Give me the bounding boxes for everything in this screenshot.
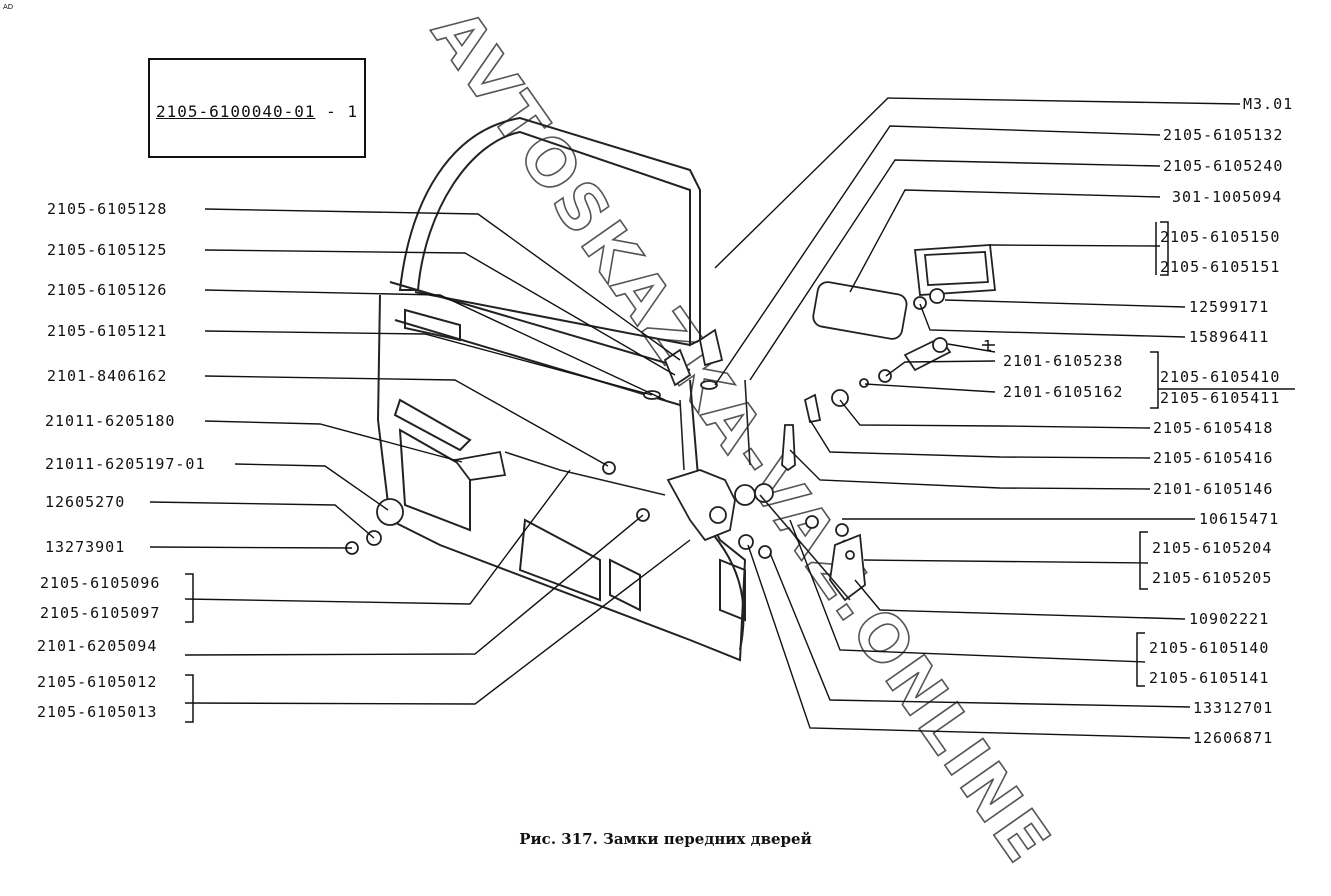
part-label: 12599171 — [1189, 298, 1270, 316]
assembly-qty-separator: - — [315, 102, 348, 121]
assembly-box: 2105-6100040-01 - 1 — [148, 58, 366, 158]
part-label: 13312701 — [1193, 699, 1274, 717]
qty-mark: 1 — [983, 337, 994, 355]
watermark: AVTOSKAZKA-VAZ.ONLINE — [417, 0, 1065, 879]
part-label: 21011-6205180 — [45, 412, 176, 430]
part-label: 2101-6105146 — [1153, 480, 1274, 498]
part-label: 2105-6105126 — [47, 281, 168, 299]
assembly-qty: 1 — [347, 102, 359, 121]
handle-gasket — [812, 281, 908, 340]
part-label: 2101-6205094 — [37, 637, 158, 655]
assembly-number: 2105-6100040-01 — [156, 102, 316, 121]
assembly-label: 2105-6100040-01 - 1 — [156, 102, 358, 121]
part-label: 2105-6105416 — [1153, 449, 1274, 467]
part-label: 15896411 — [1189, 328, 1270, 346]
part-label: 10902221 — [1189, 610, 1270, 628]
part-label: 2105-6105096 — [40, 574, 161, 592]
part-label: 12605270 — [45, 493, 126, 511]
part-label: 2105-6105204 — [1152, 539, 1273, 557]
part-label: 2101-8406162 — [47, 367, 168, 385]
inside-handle — [453, 450, 507, 481]
figure-caption: Рис. 317. Замки передних дверей — [519, 830, 812, 848]
part-label: 2101-6105238 — [1003, 352, 1124, 370]
part-label: 2105-6105132 — [1163, 126, 1284, 144]
part-label: М3.01 — [1243, 95, 1294, 113]
striker-plate — [829, 533, 866, 602]
leader-lines-right — [714, 97, 1241, 739]
part-label: 10615471 — [1199, 510, 1280, 528]
part-label: 2105-6105151 — [1160, 258, 1281, 276]
part-label: 2105-6105121 — [47, 322, 168, 340]
part-label: 12606871 — [1193, 729, 1274, 747]
part-label: 13273901 — [45, 538, 126, 556]
part-label: 2105-6105418 — [1153, 419, 1274, 437]
part-label: 2105-6105012 — [37, 673, 158, 691]
brackets — [185, 221, 1295, 723]
part-label: 2105-6105140 — [1149, 639, 1270, 657]
parts — [345, 244, 996, 602]
leader-lines-left — [149, 208, 691, 705]
part-label: 2105-6105150 — [1160, 228, 1281, 246]
part-label: 2105-6105141 — [1149, 669, 1270, 687]
part-label: 2105-6105411 — [1160, 389, 1281, 407]
corner-mark: AD — [3, 3, 14, 11]
part-label: 301-1005094 — [1172, 188, 1283, 206]
part-label: 2105-6105013 — [37, 703, 158, 721]
part-label: 2105-6105410 — [1160, 368, 1281, 386]
door-latch — [666, 469, 736, 542]
part-label: 2105-6105125 — [47, 241, 168, 259]
part-label: 2105-6105097 — [40, 604, 161, 622]
part-label: 2105-6105128 — [47, 200, 168, 218]
part-label: 2105-6105240 — [1163, 157, 1284, 175]
part-label: 2101-6105162 — [1003, 383, 1124, 401]
part-label: 21011-6205197-01 — [45, 455, 206, 473]
part-label: 2105-6105205 — [1152, 569, 1273, 587]
